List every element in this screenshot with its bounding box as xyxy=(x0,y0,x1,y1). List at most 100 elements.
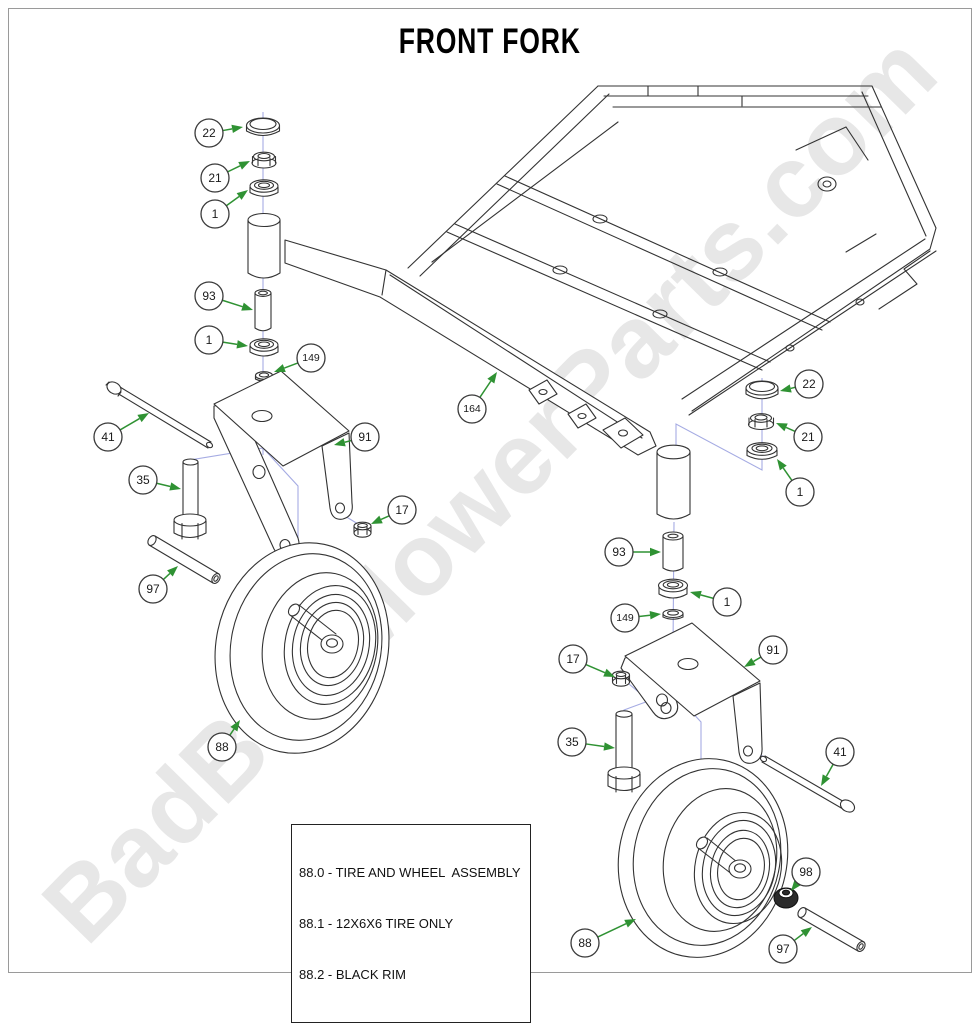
callout-97: 97 xyxy=(139,566,178,603)
callout-41: 41 xyxy=(94,413,149,451)
left-bearing-upper-1 xyxy=(250,180,278,196)
callout-arrow-line xyxy=(120,419,139,430)
mower-frame xyxy=(408,86,936,415)
callout-arrow-line xyxy=(284,363,298,368)
callout-number: 93 xyxy=(202,289,216,303)
callout-arrowhead xyxy=(624,919,636,927)
callout-arrow-line xyxy=(230,729,234,735)
callout-number: 17 xyxy=(566,652,580,666)
callout-17: 17 xyxy=(371,496,416,524)
right-pivot-tube xyxy=(657,445,690,519)
note-line-88-0: 88.0 - TIRE AND WHEEL ASSEMBLY xyxy=(299,864,523,881)
callout-arrow-line xyxy=(480,381,491,397)
callout-number: 41 xyxy=(833,745,847,759)
right-bearing-lower-1 xyxy=(659,579,688,598)
callout-number: 88 xyxy=(578,936,592,950)
callout-number: 97 xyxy=(146,582,160,596)
callout-arrowhead xyxy=(241,303,253,311)
callout-arrowhead xyxy=(821,774,830,786)
callout-arrow-line xyxy=(753,657,760,661)
bushing-98 xyxy=(774,888,798,908)
callout-arrowhead xyxy=(237,190,248,200)
callout-number: 97 xyxy=(776,942,790,956)
callout-arrowhead xyxy=(371,516,383,524)
callout-number: 1 xyxy=(797,485,804,499)
right-washer-149 xyxy=(663,610,683,620)
callout-35: 35 xyxy=(129,466,181,494)
callout-arrow-line xyxy=(794,934,803,941)
callout-98: 98 xyxy=(791,858,820,891)
callout-arrowhead xyxy=(744,658,756,667)
left-lock-nut-21 xyxy=(252,152,276,168)
callout-arrow-line xyxy=(228,166,241,172)
callout-arrow-line xyxy=(163,573,170,579)
callout-arrowhead xyxy=(780,384,792,392)
right-lock-nut-21 xyxy=(749,414,774,430)
callout-21: 21 xyxy=(776,423,822,451)
callout-arrow-line xyxy=(226,196,239,205)
callout-arrowhead xyxy=(776,423,788,431)
callout-arrow-line xyxy=(381,516,389,520)
callout-number: 91 xyxy=(766,643,780,657)
callout-arrow-line xyxy=(826,764,833,776)
callout-number: 1 xyxy=(212,207,219,221)
callout-22: 22 xyxy=(780,370,823,398)
callout-number: 93 xyxy=(612,545,626,559)
callout-arrowhead xyxy=(604,742,615,750)
callout-arrow-line xyxy=(222,300,242,306)
callout-arrowhead xyxy=(650,611,661,619)
callout-arrowhead xyxy=(169,482,181,490)
note-line-88-2: 88.2 - BLACK RIM xyxy=(299,966,523,983)
callout-number: 149 xyxy=(302,352,320,364)
callout-number: 41 xyxy=(101,430,115,444)
callout-35: 35 xyxy=(558,728,615,756)
callout-93: 93 xyxy=(195,282,253,311)
callout-arrowhead xyxy=(801,927,812,937)
callout-arrow-line xyxy=(586,665,605,673)
left-axle-nut-17 xyxy=(354,522,371,537)
callout-149: 149 xyxy=(274,344,325,372)
callout-arrow-line xyxy=(157,483,171,486)
callout-1: 1 xyxy=(690,588,741,616)
callout-arrowhead xyxy=(137,413,149,422)
notes-box: 88.0 - TIRE AND WHEEL ASSEMBLY 88.1 - 12… xyxy=(291,824,531,1023)
callout-number: 1 xyxy=(206,333,213,347)
callout-number: 98 xyxy=(799,865,813,879)
callout-arrow-line xyxy=(223,129,232,131)
callout-164: 164 xyxy=(458,372,497,423)
callout-number: 22 xyxy=(802,377,816,391)
callout-number: 21 xyxy=(801,430,815,444)
callout-93: 93 xyxy=(605,538,661,566)
right-axle-nut-17 xyxy=(613,671,630,686)
right-spacer-93 xyxy=(663,532,683,571)
callout-91: 91 xyxy=(744,636,787,667)
callout-number: 164 xyxy=(463,403,481,415)
right-caster-fork-91 xyxy=(621,623,762,763)
callout-number: 149 xyxy=(616,612,634,624)
callout-arrowhead xyxy=(650,548,661,556)
callout-149: 149 xyxy=(611,604,661,632)
callout-arrowhead xyxy=(238,161,250,170)
left-bearing-lower-1 xyxy=(250,339,278,356)
callout-arrow-line xyxy=(783,468,792,480)
callout-22: 22 xyxy=(195,119,243,147)
left-kingpin-bolt-35 xyxy=(174,459,206,539)
callout-1: 1 xyxy=(201,190,248,228)
callout-arrow-line xyxy=(701,595,714,598)
callout-arrowhead xyxy=(690,591,702,599)
callout-1: 1 xyxy=(195,326,248,354)
callout-number: 1 xyxy=(724,595,731,609)
callout-arrowhead xyxy=(236,340,248,348)
left-caster-fork-91 xyxy=(214,371,352,557)
callout-21: 21 xyxy=(201,161,250,192)
right-bearing-upper-1 xyxy=(747,443,777,460)
page: BadBoyMowerParts.com xyxy=(0,0,980,980)
callout-number: 21 xyxy=(208,171,222,185)
callout-number: 17 xyxy=(395,503,409,517)
callout-arrowhead xyxy=(777,459,787,470)
note-line-88-1: 88.1 - 12X6X6 TIRE ONLY xyxy=(299,915,523,932)
callout-number: 88 xyxy=(215,740,229,754)
left-dust-cap-22 xyxy=(247,118,280,136)
left-pivot-tube xyxy=(248,214,280,279)
callout-arrowhead xyxy=(231,125,243,133)
